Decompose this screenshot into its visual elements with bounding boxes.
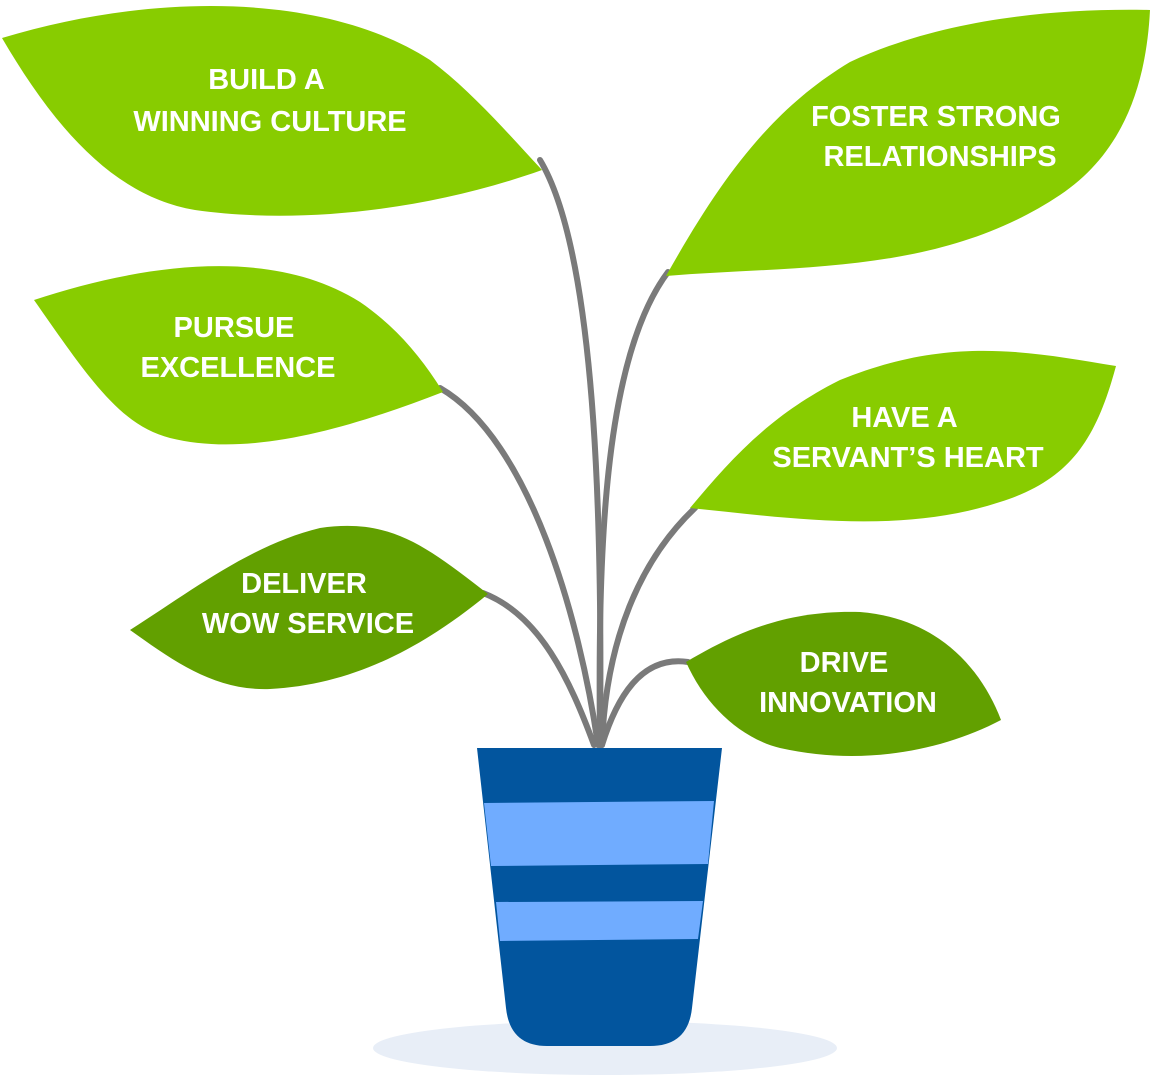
leaf-deliver-wow: DELIVER WOW SERVICE <box>130 525 488 690</box>
leaf-label-line-1: HAVE A <box>851 402 957 434</box>
leaf-label-line-2: INNOVATION <box>759 687 937 719</box>
leaf-label-line-2: SERVANT’S HEART <box>772 442 1044 474</box>
pot-stripe-lower <box>496 901 703 941</box>
leaf-shape <box>686 611 1001 756</box>
stem-build-culture <box>537 157 604 748</box>
leaf-label: HAVE A SERVANT’S HEART <box>772 402 1044 474</box>
leaf-label-line-1: FOSTER STRONG <box>811 101 1061 133</box>
stem-servants-heart <box>599 505 698 748</box>
pot-stripe-upper <box>484 801 714 866</box>
leaf-label-line-2: RELATIONSHIPS <box>823 141 1056 173</box>
stem-pursue-excellence <box>437 385 601 748</box>
leaf-label-line-2: WINNING CULTURE <box>133 106 406 138</box>
leaf-servants-heart: HAVE A SERVANT’S HEART <box>690 350 1116 522</box>
leaf-label-line-1: DRIVE <box>800 647 889 679</box>
leaf-label: BUILD A WINNING CULTURE <box>133 64 406 138</box>
pot-body <box>477 748 722 1046</box>
leaf-label-line-1: DELIVER <box>241 568 367 600</box>
stems <box>437 157 698 748</box>
stem-drive-innovation <box>599 658 691 748</box>
stem-foster-relationships <box>596 269 671 748</box>
leaf-label-line-2: EXCELLENCE <box>141 352 336 384</box>
leaf-label: DRIVE INNOVATION <box>759 647 937 719</box>
leaf-shape <box>2 6 542 216</box>
leaf-label-line-2: WOW SERVICE <box>202 608 414 640</box>
stem-deliver-wow <box>480 590 597 748</box>
leaf-label: FOSTER STRONG RELATIONSHIPS <box>811 101 1069 173</box>
leaf-label-line-1: BUILD A <box>208 64 325 96</box>
pot-shadow <box>373 1021 837 1075</box>
leaf-label-line-1: PURSUE <box>174 312 295 344</box>
leaf-label: DELIVER WOW SERVICE <box>202 568 414 640</box>
leaf-shape <box>690 350 1116 522</box>
leaf-label: PURSUE EXCELLENCE <box>141 312 336 384</box>
leaf-shape <box>34 266 443 445</box>
leaf-drive-innovation: DRIVE INNOVATION <box>686 611 1001 756</box>
leaf-pursue-excellence: PURSUE EXCELLENCE <box>34 266 443 445</box>
leaf-foster-relationships: FOSTER STRONG RELATIONSHIPS <box>666 9 1150 277</box>
leaf-shape <box>130 525 488 690</box>
leaf-shape <box>666 9 1150 277</box>
leaf-build-culture: BUILD A WINNING CULTURE <box>2 6 542 216</box>
flower-pot <box>477 748 722 1046</box>
